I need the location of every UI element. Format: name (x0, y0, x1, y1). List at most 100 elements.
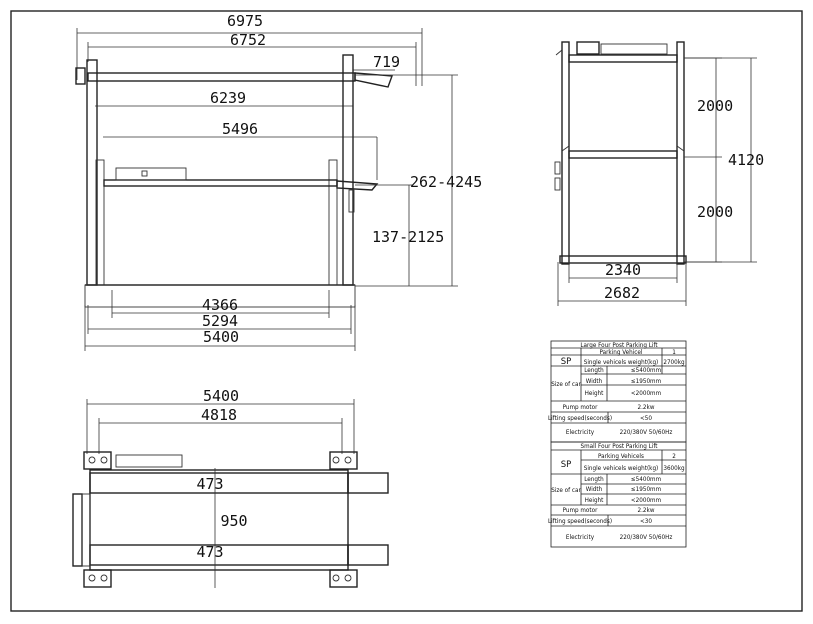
left-block (72, 493, 83, 567)
pump-box (75, 67, 86, 85)
svg-text:≤5400mm: ≤5400mm (631, 367, 662, 374)
svg-text:3600kg: 3600kg (663, 465, 685, 472)
svg-text:Length: Length (584, 367, 604, 374)
svg-text:Length: Length (584, 476, 604, 483)
dim-top-length: 5400 4818 (86, 387, 355, 454)
svg-text:220/380V 50/60Hz: 220/380V 50/60Hz (620, 534, 673, 541)
dim-side-levels: 2000 2000 (684, 57, 733, 263)
svg-text:220/380V 50/60Hz: 220/380V 50/60Hz (620, 429, 673, 436)
small-title: Small Four Post Parking Lift (581, 443, 659, 450)
dim-2340: 2340 (605, 261, 641, 279)
upper-car-body (600, 43, 668, 55)
dim-719: 719 (373, 53, 400, 71)
dim-height-total: 262-4245 (355, 74, 482, 287)
middle-platform (568, 150, 678, 159)
svg-text:Height: Height (585, 390, 605, 397)
dim-6752: 6752 (230, 31, 266, 49)
dim-overall-top: 6975 (76, 12, 423, 86)
dim-6975: 6975 (227, 12, 263, 30)
svg-text:Electricity: Electricity (566, 429, 595, 436)
dim-5294: 5294 (202, 312, 238, 330)
top-view: 5400 4818 473 950 (72, 387, 389, 588)
right-inner-post (328, 159, 338, 286)
left-outer-post (86, 59, 98, 286)
side-left-post (561, 41, 570, 265)
svg-text:1: 1 (672, 349, 676, 356)
dim-ramp: 719 (353, 53, 400, 71)
svg-text:≤1950mm: ≤1950mm (631, 378, 662, 385)
post-base-bottom-right (329, 569, 358, 588)
svg-text:Electricity: Electricity (566, 534, 595, 541)
svg-text:≤5400mm: ≤5400mm (631, 476, 662, 483)
right-outer-post (342, 54, 354, 286)
svg-text:Pump motor: Pump motor (563, 507, 598, 514)
svg-text:Lifting speed(seconds): Lifting speed(seconds) (548, 415, 612, 422)
svg-text:<30: <30 (640, 518, 652, 525)
dim-262-4245: 262-4245 (410, 173, 482, 191)
dim-5400-front: 5400 (203, 328, 239, 346)
spec-table-small: Small Four Post Parking Lift SP Parking … (548, 441, 687, 548)
small-sp: SP (561, 460, 572, 470)
dim-height-platform: 137-2125 (355, 184, 444, 286)
side-right-post (676, 41, 685, 265)
ramp-top (347, 472, 389, 494)
spec-table-large: Large Four Post Parking Lift SP Parking … (548, 340, 687, 443)
svg-text:<50: <50 (640, 415, 652, 422)
svg-text:Single vehicels weight(kg): Single vehicels weight(kg) (584, 465, 659, 472)
dim-side-width: 2340 2682 (557, 261, 687, 306)
svg-text:2: 2 (672, 453, 676, 460)
dim-side-total: 4120 (684, 57, 764, 263)
svg-text:Height: Height (585, 497, 605, 504)
svg-text:Size of car: Size of car (551, 381, 581, 388)
crossbar-box (115, 167, 187, 181)
lower-ramp (336, 180, 379, 191)
side-view: 2000 2000 4120 2340 2682 (554, 41, 764, 306)
ramp-bottom (347, 544, 389, 566)
dim-473-top: 473 (196, 475, 223, 493)
svg-text:Parking Vehicels: Parking Vehicels (598, 453, 644, 460)
svg-text:Parking Vehicel: Parking Vehicel (600, 349, 643, 356)
large-sp: SP (561, 357, 572, 367)
svg-text:Pump motor: Pump motor (563, 404, 598, 411)
dim-base: 4366 5294 5400 (84, 290, 356, 351)
large-title: Large Four Post Parking Lift (580, 342, 658, 349)
svg-text:<2000mm: <2000mm (631, 497, 662, 504)
dim-2000-lower: 2000 (697, 203, 733, 221)
post-base-top-right (329, 451, 358, 470)
dim-platform: 5496 (103, 120, 378, 180)
svg-text:<2000mm: <2000mm (631, 390, 662, 397)
dim-5496: 5496 (222, 120, 258, 138)
dim-5400-top: 5400 (203, 387, 239, 405)
dim-4818: 4818 (201, 406, 237, 424)
top-crossbar-box (115, 454, 183, 468)
side-base (559, 255, 687, 264)
dim-137-2125: 137-2125 (372, 228, 444, 246)
post-base-top-left (83, 451, 112, 470)
svg-text:Size of car: Size of car (551, 487, 581, 494)
upper-car-wheel-left (576, 41, 600, 55)
dim-inner: 6239 (95, 89, 353, 107)
dim-2000-upper: 2000 (697, 97, 733, 115)
svg-text:Width: Width (586, 486, 603, 493)
svg-text:2.2kw: 2.2kw (638, 404, 655, 411)
base-frame (84, 284, 356, 308)
svg-text:≤1950mm: ≤1950mm (631, 486, 662, 493)
svg-text:2700kg: 2700kg (663, 359, 685, 366)
front-view: 6975 6752 719 6239 5496 (75, 12, 482, 351)
platform-beam (103, 179, 338, 187)
dim-473-bottom: 473 (196, 543, 223, 561)
svg-text:Single vehicels weight(kg): Single vehicels weight(kg) (584, 359, 659, 366)
sheet-border (10, 10, 803, 612)
svg-text:Lifting speed(seconds): Lifting speed(seconds) (548, 518, 612, 525)
svg-text:Width: Width (586, 378, 603, 385)
dim-950: 950 (220, 512, 247, 530)
top-beam (87, 72, 356, 82)
dim-outer-posts: 6752 (87, 31, 417, 86)
dim-2682: 2682 (604, 284, 640, 302)
dim-6239: 6239 (210, 89, 246, 107)
upper-platform (568, 54, 678, 63)
dim-4366: 4366 (202, 296, 238, 314)
dim-4120: 4120 (728, 151, 764, 169)
